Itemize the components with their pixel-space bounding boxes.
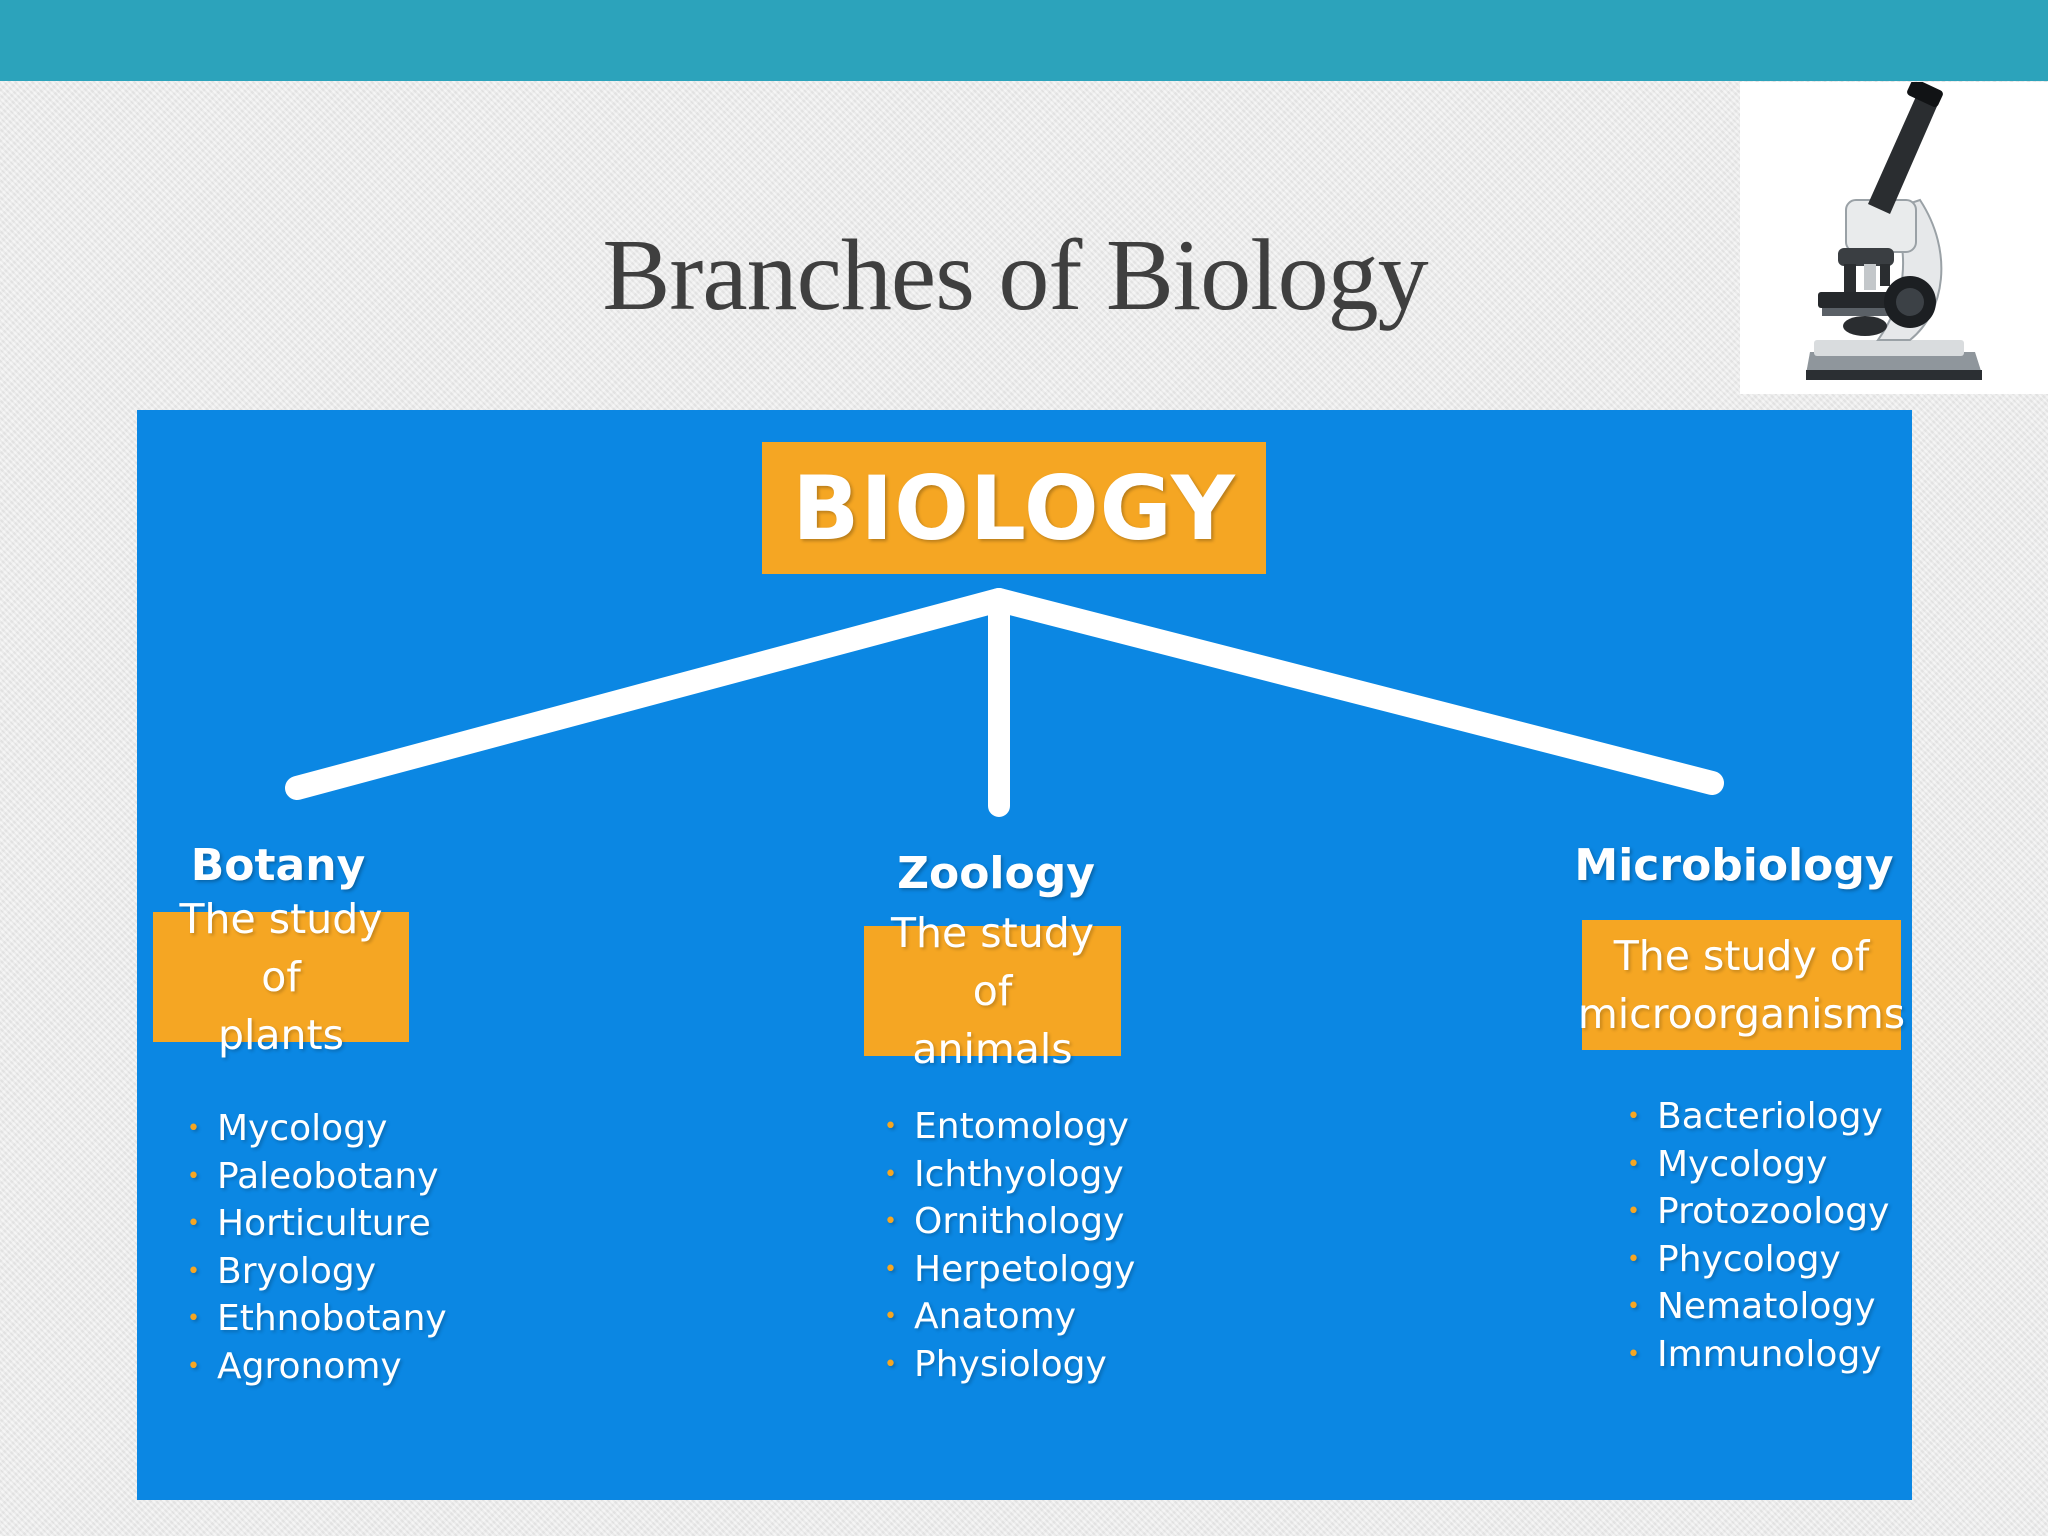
description-line: The study of	[891, 909, 1094, 1015]
tree-connectors	[285, 588, 1724, 817]
bullet-icon: •	[187, 1306, 200, 1331]
list-item: •Anatomy	[884, 1293, 1135, 1341]
root-node-label: BIOLOGY	[792, 456, 1236, 560]
bullet-icon: •	[187, 1116, 200, 1141]
bullet-icon: •	[884, 1114, 897, 1139]
top-accent-bar	[0, 0, 2048, 81]
list-item: •Mycology	[187, 1105, 447, 1153]
list-item: •Agronomy	[187, 1343, 447, 1391]
bullet-icon: •	[1627, 1199, 1640, 1224]
bullet-icon: •	[187, 1353, 200, 1379]
list-item: •Nematology	[1627, 1283, 1889, 1331]
description-line: The study of	[1613, 932, 1870, 980]
bullet-icon: •	[187, 1211, 200, 1236]
list-item: •Bryology	[187, 1248, 447, 1296]
slide-title: Branches of Biology	[602, 219, 1428, 332]
list-item: •Ethnobotany	[187, 1295, 447, 1343]
subfield-list-microbiology: •Bacteriology •Mycology •Protozoology •P…	[1627, 1093, 1889, 1378]
connector-microbiology	[987, 588, 1724, 795]
bullet-icon: •	[1627, 1341, 1640, 1367]
branch-title-zoology: Zoology	[897, 848, 1095, 899]
subfield-list-zoology: •Entomology •Ichthyology •Ornithology •H…	[884, 1103, 1135, 1388]
list-item: •Horticulture	[187, 1200, 447, 1248]
bullet-icon: •	[187, 1163, 200, 1189]
bullet-icon: •	[884, 1304, 897, 1329]
bullet-icon: •	[884, 1161, 897, 1187]
biology-diagram: BIOLOGY Botany The study of plants •Myco…	[137, 410, 1912, 1500]
bullet-icon: •	[884, 1351, 897, 1377]
branch-description-microbiology: The study of microorganisms	[1578, 920, 1905, 1050]
list-item: •Ichthyology	[884, 1151, 1135, 1199]
list-item: •Bacteriology	[1627, 1093, 1889, 1141]
list-item: •Herpetology	[884, 1246, 1135, 1294]
list-item: •Physiology	[884, 1341, 1135, 1389]
description-line: The study of	[179, 895, 383, 1001]
connector-botany	[285, 588, 1011, 800]
microscope-icon	[1740, 78, 2048, 394]
bullet-icon: •	[884, 1209, 897, 1234]
subfield-list-botany: •Mycology •Paleobotany •Horticulture •Br…	[187, 1105, 447, 1390]
description-line: microorganisms	[1577, 990, 1906, 1038]
description-line: animals	[912, 1025, 1073, 1073]
list-item: •Immunology	[1627, 1331, 1889, 1379]
bullet-icon: •	[1627, 1246, 1640, 1272]
list-item: •Mycology	[1627, 1141, 1889, 1189]
branch-description-zoology: The study of animals	[864, 909, 1121, 1073]
branch-title-microbiology: Microbiology	[1574, 840, 1894, 891]
branch-title-botany: Botany	[190, 840, 366, 891]
branch-description-botany: The study of plants	[153, 895, 409, 1059]
description-line: plants	[218, 1011, 344, 1059]
bullet-icon: •	[1627, 1104, 1640, 1129]
list-item: •Phycology	[1627, 1236, 1889, 1284]
list-item: •Entomology	[884, 1103, 1135, 1151]
bullet-icon: •	[884, 1256, 897, 1282]
list-item: •Ornithology	[884, 1198, 1135, 1246]
bullet-icon: •	[1627, 1294, 1640, 1319]
list-item: •Protozoology	[1627, 1188, 1889, 1236]
root-node-box: BIOLOGY	[762, 442, 1266, 574]
bullet-icon: •	[187, 1258, 200, 1284]
list-item: •Paleobotany	[187, 1153, 447, 1201]
bullet-icon: •	[1627, 1151, 1640, 1177]
